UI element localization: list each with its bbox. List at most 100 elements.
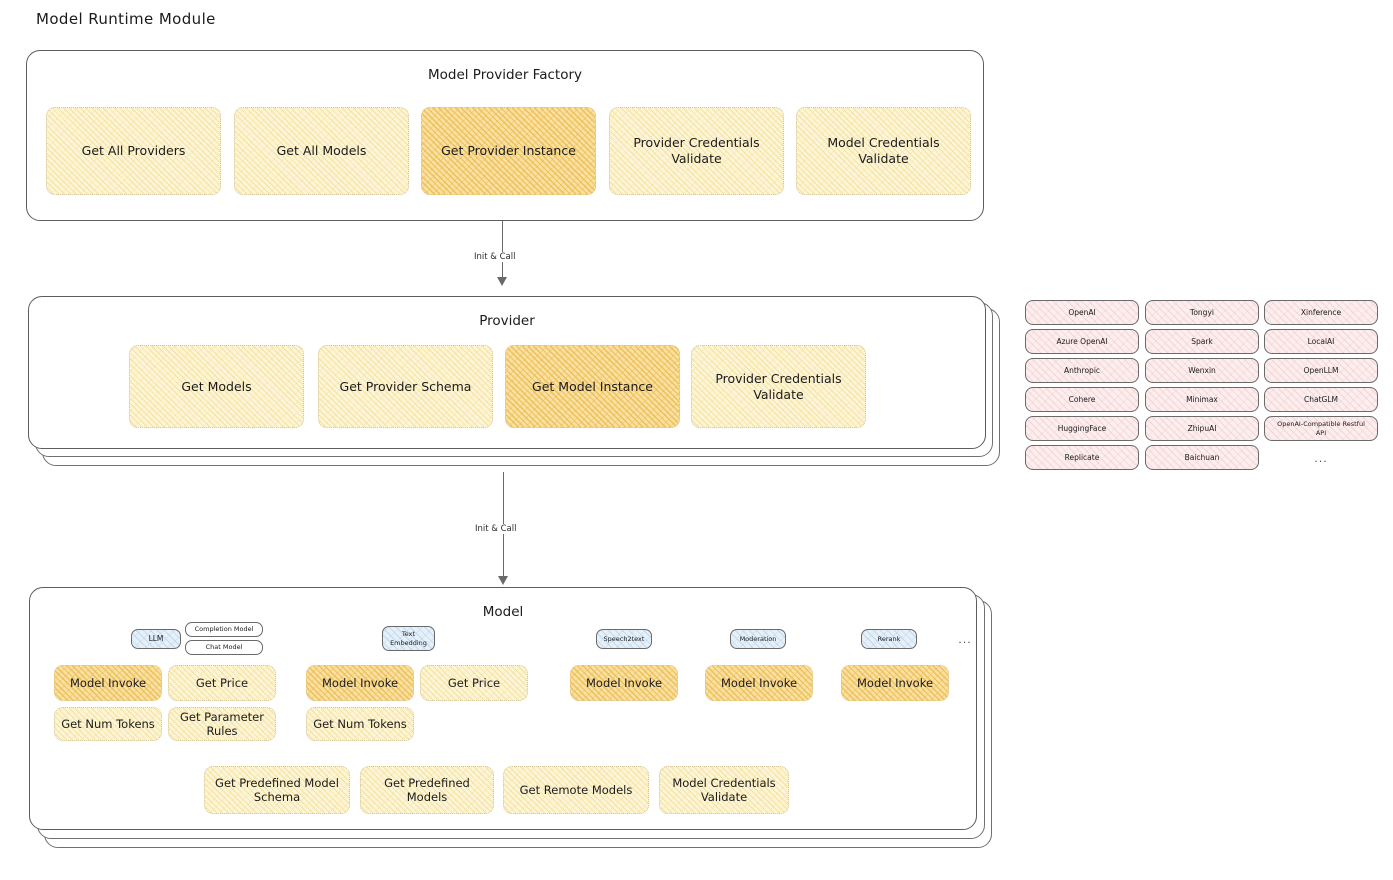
llm-method-model-invoke[interactable]: Model Invoke — [54, 665, 162, 701]
factory-node-provider-credentials-validate[interactable]: Provider Credentials Validate — [609, 107, 784, 195]
node-label: Model Invoke — [321, 675, 399, 690]
provider-chip-label: Cohere — [1068, 394, 1096, 404]
model-subtag-label: Completion Model — [194, 625, 254, 634]
model-type-label: Moderation — [739, 634, 777, 643]
rerank-method-model-invoke[interactable]: Model Invoke — [841, 665, 949, 701]
provider-chip-openllm[interactable]: OpenLLM — [1264, 358, 1378, 383]
model-type-label: Speech2text — [603, 634, 645, 643]
provider-chip-replicate[interactable]: Replicate — [1025, 445, 1139, 470]
node-label: Get Models — [181, 378, 252, 394]
node-label: Get Provider Instance — [441, 143, 576, 159]
llm-method-get-num-tokens[interactable]: Get Num Tokens — [54, 707, 162, 741]
node-label: Get Predefined Models — [384, 775, 470, 804]
connector-1-line — [502, 221, 504, 281]
page-title: Model Runtime Module — [36, 10, 216, 28]
provider-chip-label: ZhipuAI — [1187, 423, 1217, 433]
provider-chip-xinference[interactable]: Xinference — [1264, 300, 1378, 325]
model-type-tag-rerank[interactable]: Rerank — [861, 629, 917, 649]
model-type-label: Text Embedding — [390, 630, 427, 647]
provider-chip-huggingface[interactable]: HuggingFace — [1025, 416, 1139, 441]
provider-list-more-ellipsis: ... — [1314, 452, 1328, 465]
node-label: Model Invoke — [856, 675, 934, 690]
provider-chip-chatglm[interactable]: ChatGLM — [1264, 387, 1378, 412]
provider-chip-zhipuai[interactable]: ZhipuAI — [1145, 416, 1259, 441]
llm-method-get-price[interactable]: Get Price — [168, 665, 276, 701]
node-label: Get Price — [447, 675, 501, 690]
factory-node-get-all-models[interactable]: Get All Models — [234, 107, 409, 195]
model-type-tag-text-embedding[interactable]: Text Embedding — [382, 626, 435, 651]
model-provider-factory-container: Model Provider Factory Get All Providers… — [26, 50, 984, 221]
model-common-model-credentials-validate[interactable]: Model Credentials Validate — [659, 766, 789, 814]
connector-2-label: Init & Call — [471, 524, 521, 534]
node-label: Get Num Tokens — [61, 716, 155, 731]
node-label: Model Invoke — [585, 675, 663, 690]
provider-chip-label: Anthropic — [1063, 365, 1101, 375]
node-label: Provider Credentials Validate — [633, 135, 760, 166]
model-provider-factory-title: Model Provider Factory — [427, 67, 582, 83]
model-subtag-label: Chat Model — [205, 643, 243, 652]
provider-chip-label: Spark — [1191, 336, 1213, 346]
provider-chip-spark[interactable]: Spark — [1145, 329, 1259, 354]
node-label: Get Price — [195, 675, 249, 690]
provider-chip-azure-openai[interactable]: Azure OpenAI — [1025, 329, 1139, 354]
text-embedding-method-model-invoke[interactable]: Model Invoke — [306, 665, 414, 701]
model-subtag-completion-model[interactable]: Completion Model — [185, 622, 263, 637]
node-label: Get Model Instance — [532, 378, 653, 394]
provider-node-get-models[interactable]: Get Models — [129, 345, 304, 428]
factory-node-model-credentials-validate[interactable]: Model Credentials Validate — [796, 107, 971, 195]
connector-1-label: Init & Call — [470, 252, 520, 262]
provider-chip-label: OpenLLM — [1303, 365, 1339, 375]
connector-1-arrowhead — [497, 277, 507, 286]
node-label: Get Provider Schema — [339, 378, 472, 394]
node-label: Get Remote Models — [519, 782, 633, 797]
provider-node-get-provider-schema[interactable]: Get Provider Schema — [318, 345, 493, 428]
provider-chip-label: Wenxin — [1188, 365, 1216, 375]
factory-node-get-provider-instance[interactable]: Get Provider Instance — [421, 107, 596, 195]
model-type-tag-speech2text[interactable]: Speech2text — [596, 629, 652, 649]
node-label: Model Invoke — [720, 675, 798, 690]
node-label: Get All Models — [276, 143, 367, 159]
provider-chip-label: Tongyi — [1190, 307, 1214, 317]
node-label: Model Invoke — [69, 675, 147, 690]
provider-chip-label: Baichuan — [1184, 452, 1220, 462]
provider-chip-label: Replicate — [1064, 452, 1100, 462]
model-common-get-remote-models[interactable]: Get Remote Models — [503, 766, 649, 814]
provider-chip-label: Xinference — [1300, 307, 1342, 317]
model-subtag-chat-model[interactable]: Chat Model — [185, 640, 263, 655]
model-type-tag-llm[interactable]: LLM — [131, 629, 181, 649]
factory-node-get-all-providers[interactable]: Get All Providers — [46, 107, 221, 195]
provider-chip-openai[interactable]: OpenAI — [1025, 300, 1139, 325]
provider-chip-label: OpenAI — [1068, 307, 1096, 317]
llm-method-get-parameter-rules[interactable]: Get Parameter Rules — [168, 707, 276, 741]
provider-chip-anthropic[interactable]: Anthropic — [1025, 358, 1139, 383]
provider-chip-label: Minimax — [1186, 394, 1218, 404]
model-common-get-predefined-model-schema[interactable]: Get Predefined Model Schema — [204, 766, 350, 814]
model-common-get-predefined-models[interactable]: Get Predefined Models — [360, 766, 494, 814]
provider-chip-label: ChatGLM — [1304, 394, 1338, 404]
provider-chip-minimax[interactable]: Minimax — [1145, 387, 1259, 412]
speech2text-method-model-invoke[interactable]: Model Invoke — [570, 665, 678, 701]
provider-node-get-model-instance[interactable]: Get Model Instance — [505, 345, 680, 428]
moderation-method-model-invoke[interactable]: Model Invoke — [705, 665, 813, 701]
text-embedding-method-get-num-tokens[interactable]: Get Num Tokens — [306, 707, 414, 741]
provider-node-provider-credentials-validate[interactable]: Provider Credentials Validate — [691, 345, 866, 428]
model-types-more-ellipsis: ... — [958, 633, 972, 646]
node-label: Get Num Tokens — [313, 716, 407, 731]
connector-2-arrowhead — [498, 576, 508, 585]
provider-chip-baichuan[interactable]: Baichuan — [1145, 445, 1259, 470]
node-label: Get Parameter Rules — [180, 709, 264, 738]
node-label: Provider Credentials Validate — [715, 370, 842, 402]
provider-chip-openai-compatible-restful-api[interactable]: OpenAI-Compatible Restful API — [1264, 416, 1378, 441]
model-type-tag-moderation[interactable]: Moderation — [730, 629, 786, 649]
provider-chip-cohere[interactable]: Cohere — [1025, 387, 1139, 412]
text-embedding-method-get-price[interactable]: Get Price — [420, 665, 528, 701]
provider-chip-wenxin[interactable]: Wenxin — [1145, 358, 1259, 383]
node-label: Model Credentials Validate — [827, 135, 940, 166]
node-label: Get All Providers — [81, 143, 186, 159]
provider-container: Provider Get Models Get Provider Schema … — [28, 296, 986, 449]
model-type-label: LLM — [148, 634, 164, 644]
provider-chip-tongyi[interactable]: Tongyi — [1145, 300, 1259, 325]
provider-chip-label: LocalAI — [1307, 336, 1335, 346]
provider-chip-localai[interactable]: LocalAI — [1264, 329, 1378, 354]
node-label: Get Predefined Model Schema — [215, 775, 339, 804]
